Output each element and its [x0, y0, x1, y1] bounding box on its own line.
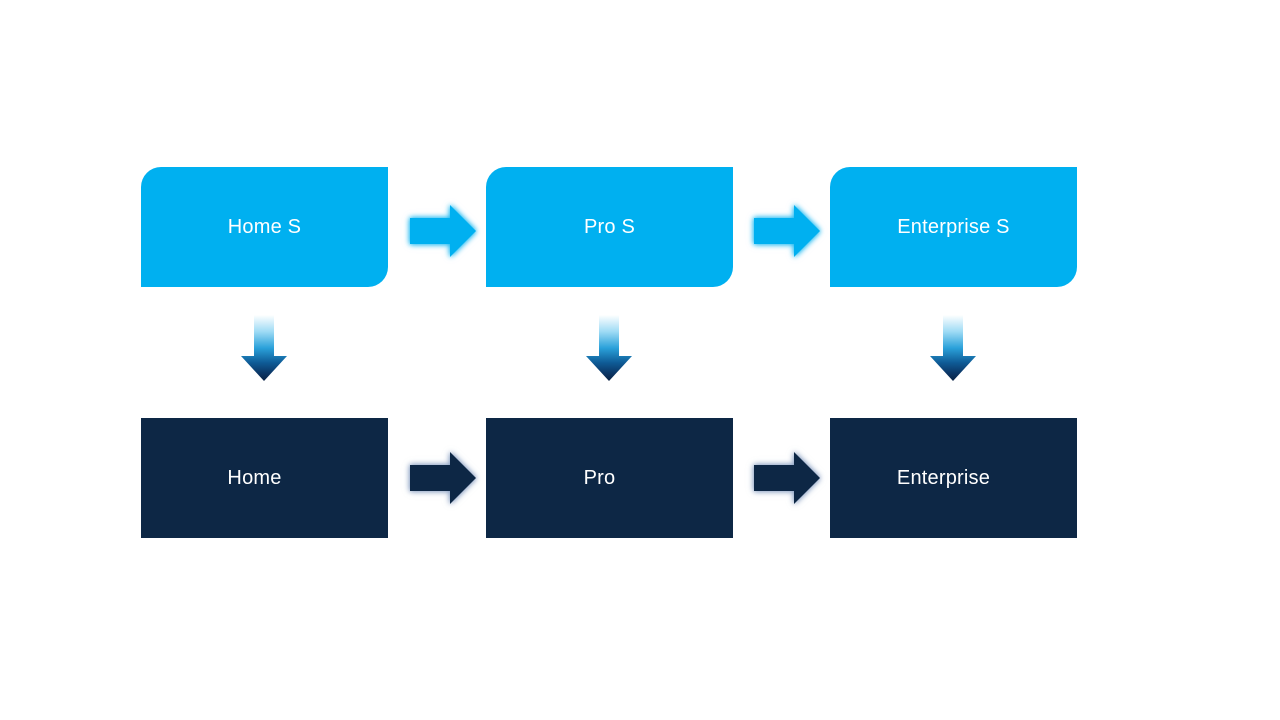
box-enterprise-s-label: Enterprise S [897, 215, 1010, 238]
box-pro-s: Pro S [486, 167, 733, 287]
box-enterprise-label: Enterprise [896, 466, 991, 489]
down-arrow-icon [930, 315, 976, 381]
right-arrow-icon [410, 205, 476, 257]
box-pro-s-label: Pro S [583, 215, 636, 238]
box-home-s-label: Home S [227, 215, 302, 238]
right-arrow-icon [754, 205, 820, 257]
down-arrow-icon [241, 315, 287, 381]
box-home-s: Home S [141, 167, 388, 287]
box-pro: Pro [486, 418, 733, 538]
box-enterprise-s: Enterprise S [830, 167, 1077, 287]
box-home-label: Home [227, 466, 282, 489]
box-home: Home [141, 418, 388, 538]
box-pro-label: Pro [583, 466, 616, 489]
down-arrow-icon [586, 315, 632, 381]
right-arrow-icon [410, 452, 476, 504]
right-arrow-icon [754, 452, 820, 504]
box-enterprise: Enterprise [830, 418, 1077, 538]
